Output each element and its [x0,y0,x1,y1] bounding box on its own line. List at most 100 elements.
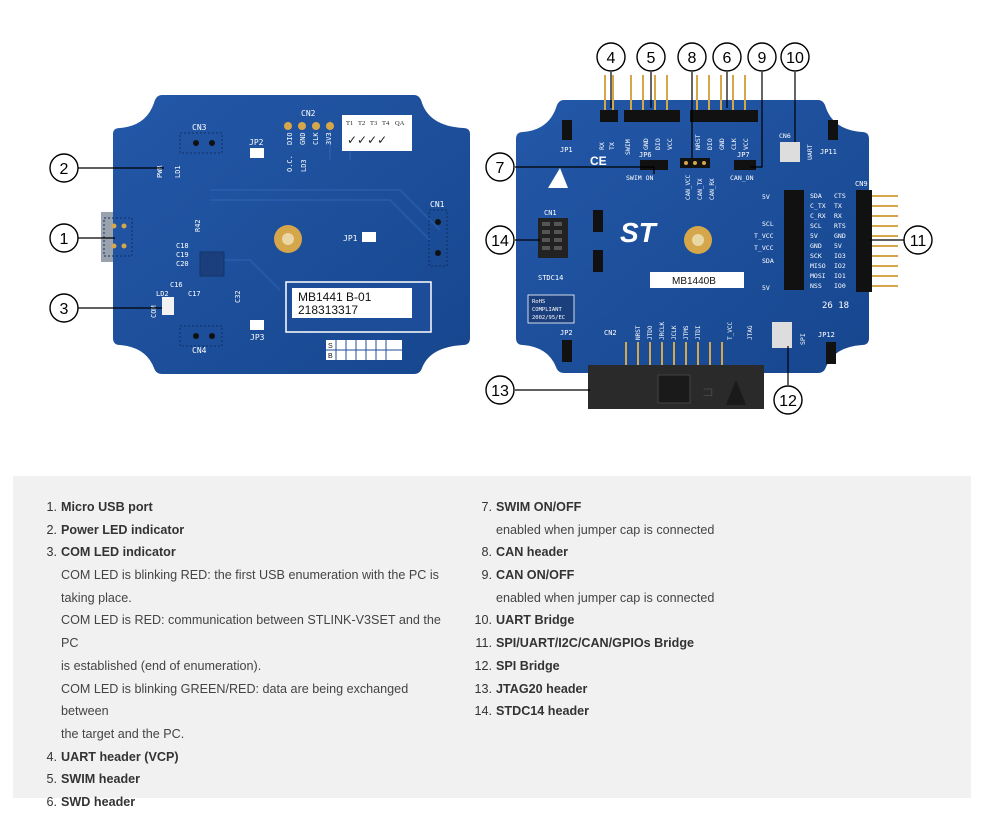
svg-text:GND: GND [642,138,650,150]
legend-item-label: SWIM header [61,772,141,787]
legend-item: 10. UART Bridge [461,609,951,632]
legend-item-label: SPI/UART/I2C/CAN/GPIOs Bridge [496,636,695,651]
legend-item-label: UART Bridge [496,613,575,628]
svg-text:7: 7 [496,160,505,177]
cn9-signal-right: GND [834,232,846,240]
svg-text:JP11: JP11 [820,148,837,156]
silk-cn3: CN3 [192,123,207,132]
board-figure: CN3 CN4 CN1 CN2 O.C. DIO GND CLK 3V3 LD3… [49,42,933,415]
svg-text:4: 4 [607,50,616,67]
svg-text:DIO: DIO [706,138,714,150]
svg-text:3: 3 [60,301,69,318]
cn9-signal-right: IO2 [834,262,846,270]
st-logo: ST [620,217,659,248]
svg-text:T_VCC: T_VCC [727,322,734,340]
svg-text:CN2: CN2 [301,109,316,118]
svg-text:COMPLIANT: COMPLIANT [532,307,562,313]
legend-item-number: 7. [481,500,492,514]
svg-text:C17: C17 [188,290,201,298]
svg-text:8: 8 [688,50,697,67]
svg-text:O.C.: O.C. [286,155,294,172]
right-board-model: MB1440B [672,276,716,287]
svg-text:B: B [328,353,333,360]
svg-text:SCL: SCL [762,220,774,228]
svg-text:JP1: JP1 [343,234,358,243]
legend-item-label: UART header (VCP) [61,749,179,764]
svg-text:12: 12 [779,393,797,410]
cn9-signal-left: GND [810,242,822,250]
svg-text:LD1: LD1 [174,165,182,178]
svg-text:2002/95/EC: 2002/95/EC [532,315,565,321]
legend-item-number: 9. [481,568,492,583]
legend-item-label: SPI Bridge [496,658,560,673]
legend-item-label: COM LED indicator [61,545,176,560]
svg-text:SWIM ON: SWIM ON [626,174,653,182]
svg-text:VCC: VCC [742,138,750,150]
callout-11: 11 [903,225,933,255]
legend-item: 12.SPI Bridge [461,655,951,678]
svg-text:CLK: CLK [312,132,320,145]
legend-item-number: 10. [474,613,492,628]
callout-13: 13 [485,375,515,405]
svg-text:RX: RX [598,142,606,150]
legend-item-label: Micro USB port [61,500,153,514]
svg-text:T_VCC: T_VCC [754,232,774,240]
svg-text:5V: 5V [762,284,770,292]
legend-item: 1.Micro USB port [33,496,453,519]
legend-item-number: 2. [46,522,57,537]
svg-text:JTDO: JTDO [647,325,654,340]
cn9-signal-right: RX [834,212,842,220]
legend-item-description: COM LED is blinking GREEN/RED: data are … [61,681,409,719]
cn9-signal-right: IO3 [834,252,846,260]
svg-text:JP7: JP7 [737,151,750,159]
svg-text:JP1: JP1 [560,146,573,154]
svg-text:GND: GND [299,132,307,145]
legend-item-number: 4. [46,749,57,764]
svg-text:CAN_TX: CAN_TX [697,178,704,200]
legend-item-number: 8. [481,545,492,560]
svg-text:1: 1 [60,231,69,248]
svg-text:T3: T3 [370,120,377,127]
svg-text:DIO: DIO [654,138,662,150]
svg-text:C16: C16 [170,281,183,289]
callout-4: 4 [596,42,626,72]
cn9-signal-left: 5V [810,232,818,240]
legend-item: 7. SWIM ON/OFF [461,496,951,519]
svg-text:JTAG: JTAG [747,325,754,340]
legend-item-description: enabled when jumper cap is connected [496,522,715,537]
svg-text:14: 14 [491,233,509,250]
svg-text:RoHS: RoHS [532,299,545,305]
svg-text:6: 6 [723,50,732,67]
svg-text:T2: T2 [358,120,365,127]
callout-2: 2 [49,153,79,183]
svg-text:NRST: NRST [635,325,642,340]
svg-text:9: 9 [758,50,767,67]
svg-text:PWR: PWR [156,165,164,178]
svg-text:LD2: LD2 [156,290,169,298]
legend-item-number: 11. [475,636,492,651]
svg-text:T_VCC: T_VCC [754,244,774,252]
legend-item: 3. COM LED indicator [33,541,453,564]
svg-text:5: 5 [647,50,656,67]
cn9-signal-right: CTS [834,192,846,200]
callout-12: 12 [773,385,803,415]
date-code: 26 18 [822,301,849,311]
svg-text:UART: UART [806,144,814,160]
legend-item-number: 3. [46,545,57,560]
svg-text:JTDI: JTDI [695,325,702,340]
svg-text:C20: C20 [176,260,189,268]
svg-text:11: 11 [910,233,927,250]
legend-item-number: 13. [474,681,492,696]
svg-text:5V: 5V [762,193,770,201]
cn9-signal-right: IO1 [834,272,846,280]
svg-text:LD3: LD3 [300,159,308,172]
legend-item: 2.Power LED indicator [33,519,453,542]
legend-item: 5.SWIM header [33,768,453,791]
svg-text:C32: C32 [234,290,242,303]
svg-text:CN2: CN2 [604,329,617,337]
svg-text:R42: R42 [194,219,202,232]
cn9-signal-left: MISO [810,262,826,270]
svg-text:CN1: CN1 [544,209,557,217]
svg-text:GND: GND [718,138,726,150]
legend-item-label: SWIM ON/OFF [496,500,582,514]
